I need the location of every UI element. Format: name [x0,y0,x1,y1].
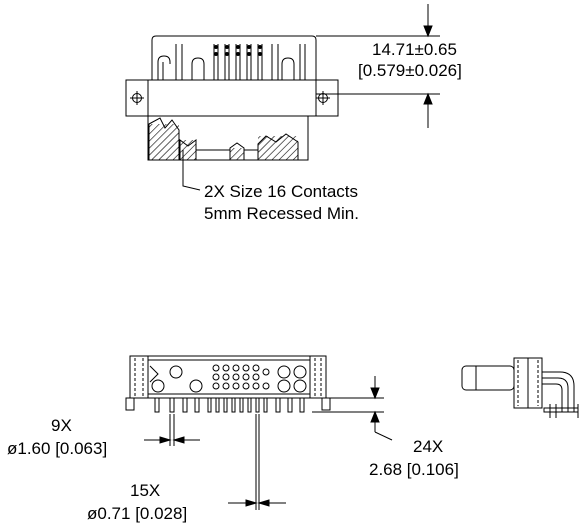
front-pins [154,397,305,413]
height-dim-metric: 14.71±0.65 [372,40,457,59]
large-pin-dimension [144,414,200,446]
large-hole-count: 9X [51,416,72,435]
side-connector-view [461,357,579,418]
top-connector-view [125,4,440,191]
height-dim-imperial: [0.579±0.026] [358,61,462,80]
small-holes [212,364,270,390]
contacts-leader [182,150,201,191]
flange-hole-left [130,91,144,105]
small-hole-count: 15X [130,481,161,500]
pin-length-size: 2.68 [0.106] [369,460,459,479]
pin-length-count: 24X [413,437,444,456]
small-hole-size: ø0.71 [0.028] [87,504,188,523]
height-dimension [316,4,440,128]
flange-hole-right [316,91,330,105]
contacts-note-line2: 5mm Recessed Min. [204,204,359,223]
pin-length-dimension [312,376,393,441]
pin-row [157,44,306,80]
large-holes [151,365,307,393]
section-hatch [148,117,299,161]
contacts-note-line1: 2X Size 16 Contacts [204,182,359,201]
front-connector-view [125,355,393,510]
mounting-flange [125,79,339,117]
small-pin-dimension [228,414,286,510]
lower-housing [147,116,309,161]
upper-housing [151,35,317,80]
large-hole-size: ø1.60 [0.063] [7,439,108,458]
